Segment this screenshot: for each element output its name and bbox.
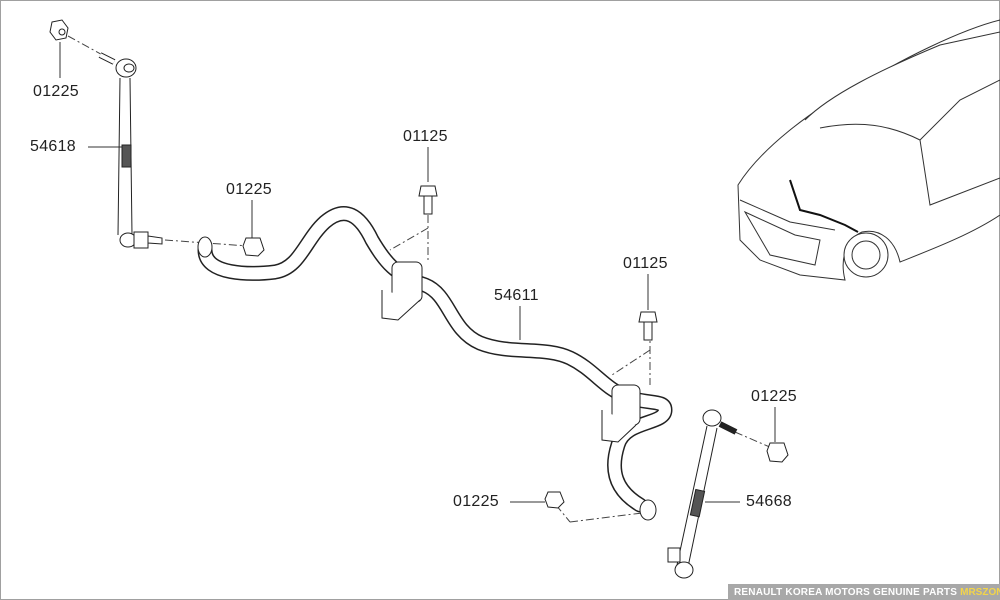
nut-icon bbox=[242, 237, 265, 257]
callout-nut-right-bar[interactable]: 01225 bbox=[453, 493, 499, 510]
nut-icon bbox=[49, 19, 69, 41]
callout-bolt-right[interactable]: 01125 bbox=[623, 255, 668, 272]
callout-bolt-left[interactable]: 01125 bbox=[403, 128, 448, 145]
callout-nut-right-top[interactable]: 01225 bbox=[751, 388, 797, 405]
callout-stabilizer-bar[interactable]: 54611 bbox=[494, 287, 539, 304]
right-stabilizer-link bbox=[667, 409, 738, 579]
nut-icon bbox=[766, 442, 789, 463]
bushing-left bbox=[381, 261, 423, 321]
watermark-text: RENAULT KOREA MOTORS GENUINE PARTS bbox=[734, 586, 958, 598]
nut-icon bbox=[544, 491, 565, 509]
leader-lines bbox=[59, 42, 776, 503]
callout-nut-left-bar[interactable]: 01225 bbox=[226, 181, 272, 198]
watermark-banner: RENAULT KOREA MOTORS GENUINE PARTS MRSZO… bbox=[728, 584, 1000, 600]
bushing-right bbox=[601, 384, 641, 443]
watermark-brand: MRSZONE bbox=[960, 586, 1000, 598]
callout-nut-top-left[interactable]: 01225 bbox=[33, 83, 79, 100]
callout-link-left[interactable]: 54618 bbox=[30, 138, 76, 155]
left-stabilizer-link bbox=[98, 52, 163, 249]
stabilizer-bar bbox=[197, 206, 673, 521]
bolt-icon bbox=[418, 185, 438, 215]
bolt-icon bbox=[638, 311, 658, 341]
vehicle-location-icon bbox=[737, 19, 1000, 281]
callout-link-right[interactable]: 54668 bbox=[746, 493, 792, 510]
